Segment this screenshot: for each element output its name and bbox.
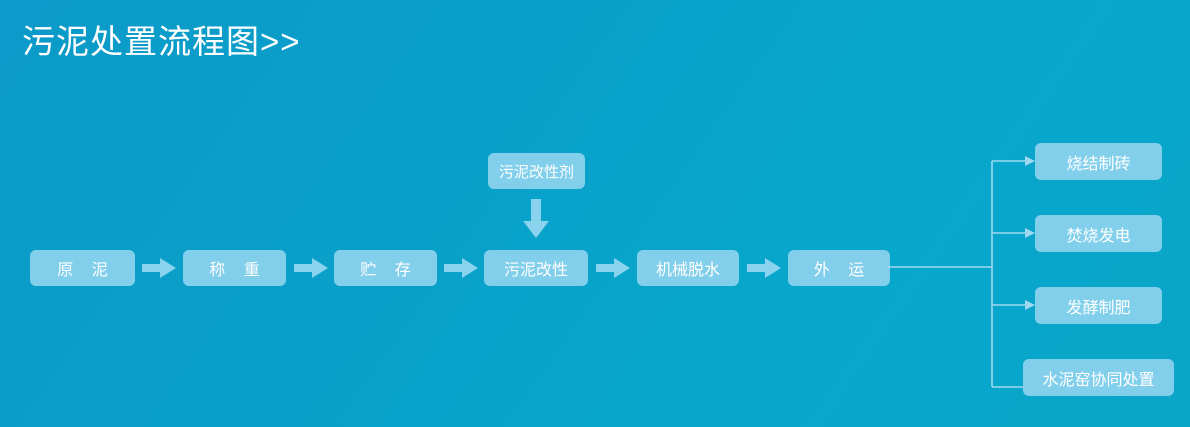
flow-node-outbound-transport[interactable]: 外 运: [788, 250, 890, 286]
flow-node-cement-kiln-codisposal[interactable]: 水泥窑协同处置: [1023, 359, 1174, 396]
flow-node-raw-sludge[interactable]: 原 泥: [30, 250, 135, 286]
flow-node-sludge-modification[interactable]: 污泥改性: [484, 250, 588, 286]
flow-node-incineration-power[interactable]: 焚烧发电: [1035, 215, 1162, 252]
arrow-right-icon: [142, 256, 176, 280]
arrow-right-icon: [596, 256, 630, 280]
flow-node-mechanical-dewatering[interactable]: 机械脱水: [637, 250, 739, 286]
arrow-right-icon: [444, 256, 478, 280]
page-title: 污泥处置流程图>>: [22, 23, 301, 60]
flow-node-sludge-modifier-agent[interactable]: 污泥改性剂: [488, 153, 585, 189]
branch-connector-lines: [886, 138, 1046, 388]
flow-node-weighing[interactable]: 称 重: [183, 250, 286, 286]
flow-node-fermentation-fertilizer[interactable]: 发酵制肥: [1035, 287, 1162, 324]
arrow-down-icon: [522, 199, 550, 239]
flow-node-storage[interactable]: 贮 存: [334, 250, 437, 286]
arrow-right-icon: [294, 256, 328, 280]
flow-node-sintered-brick[interactable]: 烧结制砖: [1035, 143, 1162, 180]
arrow-right-icon: [747, 256, 781, 280]
